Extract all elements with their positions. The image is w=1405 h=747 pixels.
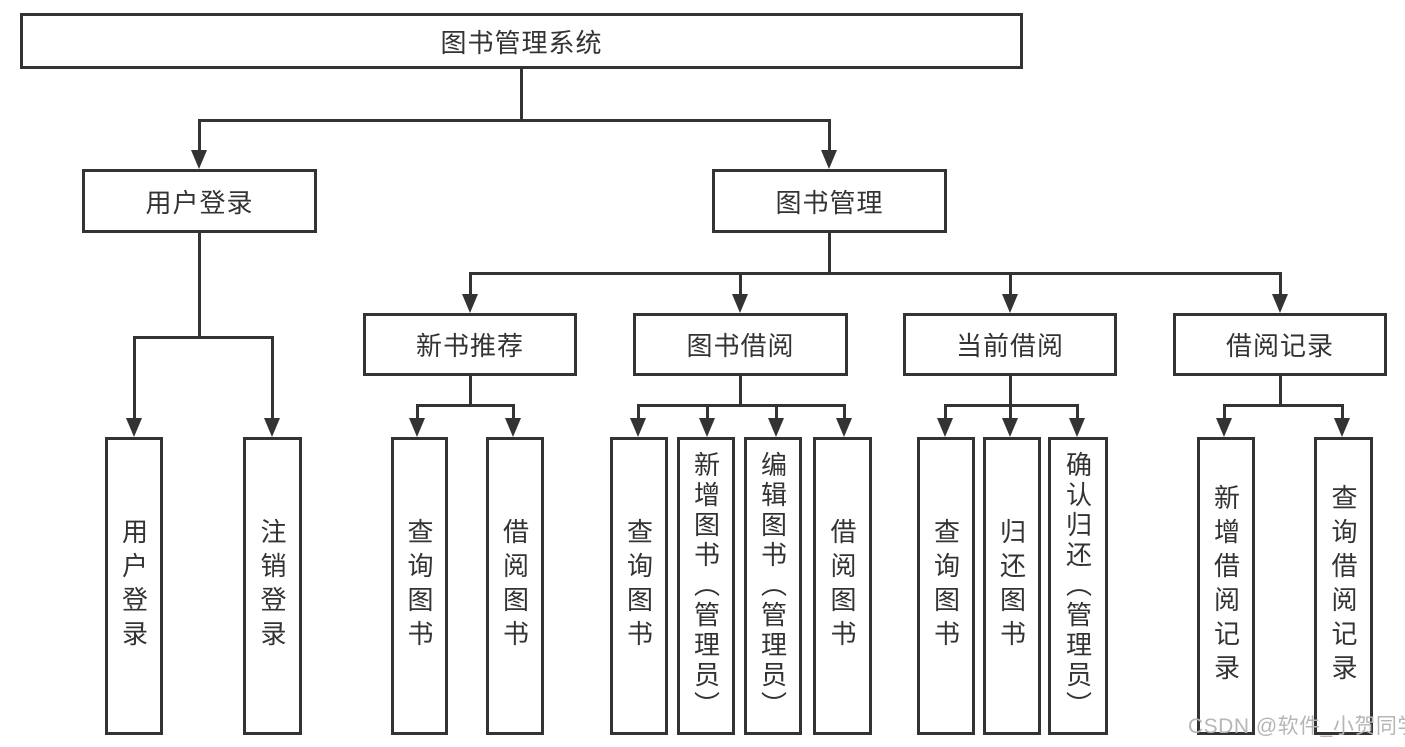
- arrowhead-down-icon: [1069, 418, 1085, 437]
- leaf-borrow-books-recommend: 借阅图书: [486, 437, 544, 735]
- node-user-login: 用户登录: [82, 169, 317, 233]
- connector-shaft: [944, 404, 947, 421]
- connector-bar: [416, 404, 515, 407]
- arrowhead-down-icon: [630, 418, 646, 437]
- csdn-watermark: CSDN @软件_小贺同学: [1188, 715, 1405, 738]
- connector-bar: [1223, 404, 1344, 407]
- leaf-query-borrow-record: 查询借阅记录: [1314, 437, 1373, 735]
- arrowhead-down-icon: [699, 418, 715, 437]
- connector-shaft: [1076, 404, 1079, 421]
- connector-shaft: [1009, 272, 1012, 297]
- arrowhead-down-icon: [836, 418, 852, 437]
- arrowhead-down-icon: [1216, 418, 1232, 437]
- arrowhead-down-icon: [1002, 294, 1018, 313]
- node-book-borrowing: 图书借阅: [633, 313, 848, 376]
- connector-stem: [1279, 376, 1282, 407]
- node-book-management-system: 图书管理系统: [20, 13, 1023, 69]
- connector-shaft: [637, 404, 640, 421]
- connector-shaft: [469, 272, 472, 297]
- leaf-return-books: 归还图书: [983, 437, 1041, 735]
- arrowhead-down-icon: [505, 418, 521, 437]
- arrowhead-down-icon: [409, 418, 425, 437]
- connector-shaft: [843, 404, 846, 421]
- connector-stem: [469, 376, 472, 407]
- connector-bar: [133, 336, 274, 339]
- connector-shaft: [1341, 404, 1344, 421]
- arrowhead-down-icon: [821, 150, 837, 169]
- node-borrowing-records: 借阅记录: [1173, 313, 1387, 376]
- arrowhead-down-icon: [1002, 418, 1018, 437]
- connector-bar: [198, 119, 831, 122]
- connector-shaft: [416, 404, 419, 421]
- arrowhead-down-icon: [732, 294, 748, 313]
- arrowhead-down-icon: [126, 418, 142, 437]
- arrowhead-down-icon: [937, 418, 953, 437]
- connector-stem: [520, 69, 523, 121]
- connector-shaft: [512, 404, 515, 421]
- connector-stem: [1009, 376, 1012, 407]
- leaf-user-login: 用户登录: [105, 437, 163, 735]
- arrowhead-down-icon: [191, 150, 207, 169]
- connector-bar: [637, 404, 846, 407]
- connector-shaft: [828, 119, 831, 152]
- connector-bar: [469, 272, 1282, 275]
- arrowhead-down-icon: [1334, 418, 1350, 437]
- connector-shaft: [198, 119, 201, 152]
- connector-stem: [198, 233, 201, 339]
- connector-shaft: [739, 272, 742, 297]
- connector-shaft: [775, 404, 778, 421]
- connector-shaft: [133, 336, 136, 420]
- leaf-query-books-current: 查询图书: [917, 437, 975, 735]
- node-new-book-recommendation: 新书推荐: [363, 313, 577, 376]
- node-book-management: 图书管理: [712, 169, 947, 233]
- leaf-logout: 注销登录: [243, 437, 302, 735]
- leaf-add-books-admin: 新增图书（管理员）: [677, 437, 735, 735]
- leaf-add-borrow-record: 新增借阅记录: [1197, 437, 1255, 735]
- leaf-edit-books-admin: 编辑图书（管理员）: [744, 437, 802, 735]
- node-current-borrowing: 当前借阅: [903, 313, 1117, 376]
- connector-shaft: [271, 336, 274, 420]
- arrowhead-down-icon: [462, 294, 478, 313]
- leaf-confirm-return-admin: 确认归还（管理员）: [1048, 437, 1108, 735]
- connector-stem: [739, 376, 742, 407]
- arrowhead-down-icon: [1272, 294, 1288, 313]
- connector-shaft: [1279, 272, 1282, 297]
- connector-stem: [828, 233, 831, 275]
- connector-shaft: [1223, 404, 1226, 421]
- connector-shaft: [706, 404, 709, 421]
- leaf-query-books-recommend: 查询图书: [391, 437, 448, 735]
- leaf-borrow-books: 借阅图书: [813, 437, 872, 735]
- arrowhead-down-icon: [768, 418, 784, 437]
- leaf-query-books-borrowing: 查询图书: [610, 437, 668, 735]
- arrowhead-down-icon: [264, 418, 280, 437]
- connector-shaft: [1009, 404, 1012, 421]
